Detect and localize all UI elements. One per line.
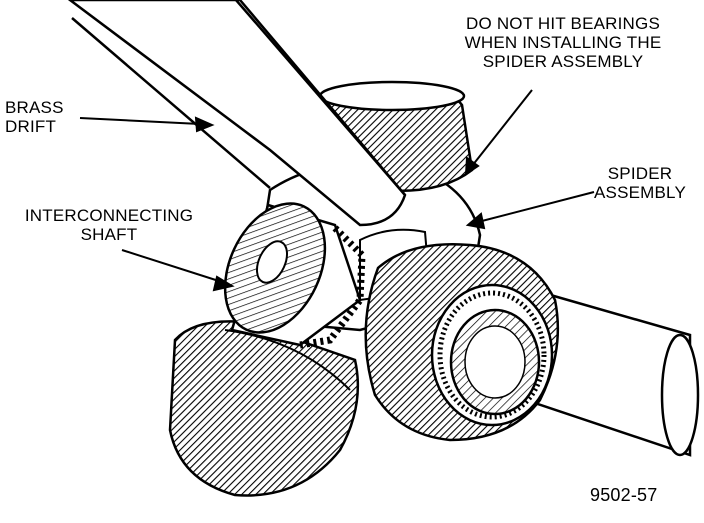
label-interconnecting-shaft-line-1: INTERCONNECTING — [24, 206, 194, 225]
leader-do-not-hit — [471, 89, 533, 167]
arrowhead-interconnecting-shaft — [212, 275, 235, 292]
label-spider-assembly: SPIDER ASSEMBLY — [586, 164, 694, 202]
label-do-not-hit-bearings: DO NOT HIT BEARINGS WHEN INSTALLING THE … — [448, 14, 678, 71]
arrowhead-do-not-hit — [464, 156, 480, 176]
label-do-not-hit-line-2: WHEN INSTALLING THE — [464, 33, 662, 52]
arrowhead-brass-drift — [194, 116, 215, 133]
interconnecting-shaft-end — [223, 202, 366, 349]
label-brass-drift-line-2: DRIFT — [5, 117, 57, 136]
brass-drift-rod — [67, 0, 407, 227]
leader-arrows — [79, 89, 595, 292]
front-bearing-cap — [364, 243, 560, 442]
arrowhead-spider-assembly — [465, 212, 486, 230]
label-interconnecting-shaft: INTERCONNECTING SHAFT — [4, 206, 214, 244]
leader-interconnecting-shaft — [121, 249, 223, 283]
figure-number: 9502-57 — [590, 485, 658, 505]
label-interconnecting-shaft-line-2: SHAFT — [80, 225, 138, 244]
label-brass-drift-line-1: BRASS — [5, 98, 64, 117]
label-brass-drift: BRASS DRIFT — [5, 98, 64, 136]
label-do-not-hit-line-3: SPIDER ASSEMBLY — [482, 52, 644, 71]
label-spider-assembly-line-2: ASSEMBLY — [594, 183, 686, 202]
label-do-not-hit-line-1: DO NOT HIT BEARINGS — [466, 14, 660, 33]
label-spider-assembly-line-1: SPIDER — [607, 164, 673, 183]
leader-brass-drift — [79, 117, 201, 125]
leader-spider-assembly — [477, 191, 595, 223]
lower-bearing-cap — [168, 320, 360, 497]
